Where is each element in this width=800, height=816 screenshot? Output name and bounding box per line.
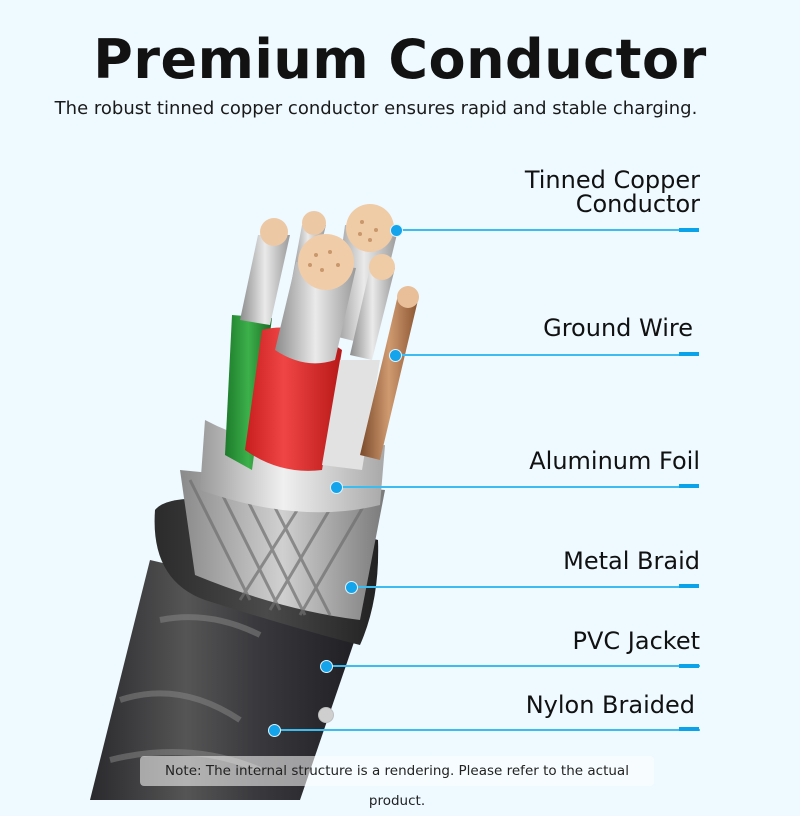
pointer-dot (330, 481, 343, 494)
callout-label-line1: Tinned Copper (524, 166, 700, 194)
callout-label: Ground Wire (543, 314, 693, 342)
callout-label: Nylon Braided (525, 691, 695, 719)
page-title: Premium Conductor (93, 28, 707, 91)
leader-line (352, 586, 680, 588)
pointer-dot-secondary (318, 707, 334, 723)
leader-line (328, 665, 700, 667)
leader-line (274, 729, 700, 731)
leader-line (396, 229, 680, 231)
callout-label: Tinned Copper Conductor (525, 168, 700, 216)
leader-end-tick (679, 484, 699, 488)
leader-end-tick (679, 727, 699, 731)
callout-label: PVC Jacket (572, 627, 700, 655)
page-subtitle: The robust tinned copper conductor ensur… (54, 98, 698, 119)
callout-label-line2: Conductor (575, 190, 700, 218)
pointer-dot (268, 724, 281, 737)
pointer-dot (345, 581, 358, 594)
callout-label: Metal Braid (563, 547, 700, 575)
leader-end-tick (679, 228, 699, 232)
leader-line (336, 486, 680, 488)
leader-end-tick (679, 352, 699, 356)
leader-end-tick (679, 664, 699, 668)
pointer-dot (320, 660, 333, 673)
pointer-dot (390, 224, 403, 237)
leader-line (396, 354, 680, 356)
pointer-dot (389, 349, 402, 362)
disclaimer-note: Note: The internal structure is a render… (140, 756, 654, 809)
leader-end-tick (679, 584, 699, 588)
callout-label: Aluminum Foil (529, 447, 700, 475)
